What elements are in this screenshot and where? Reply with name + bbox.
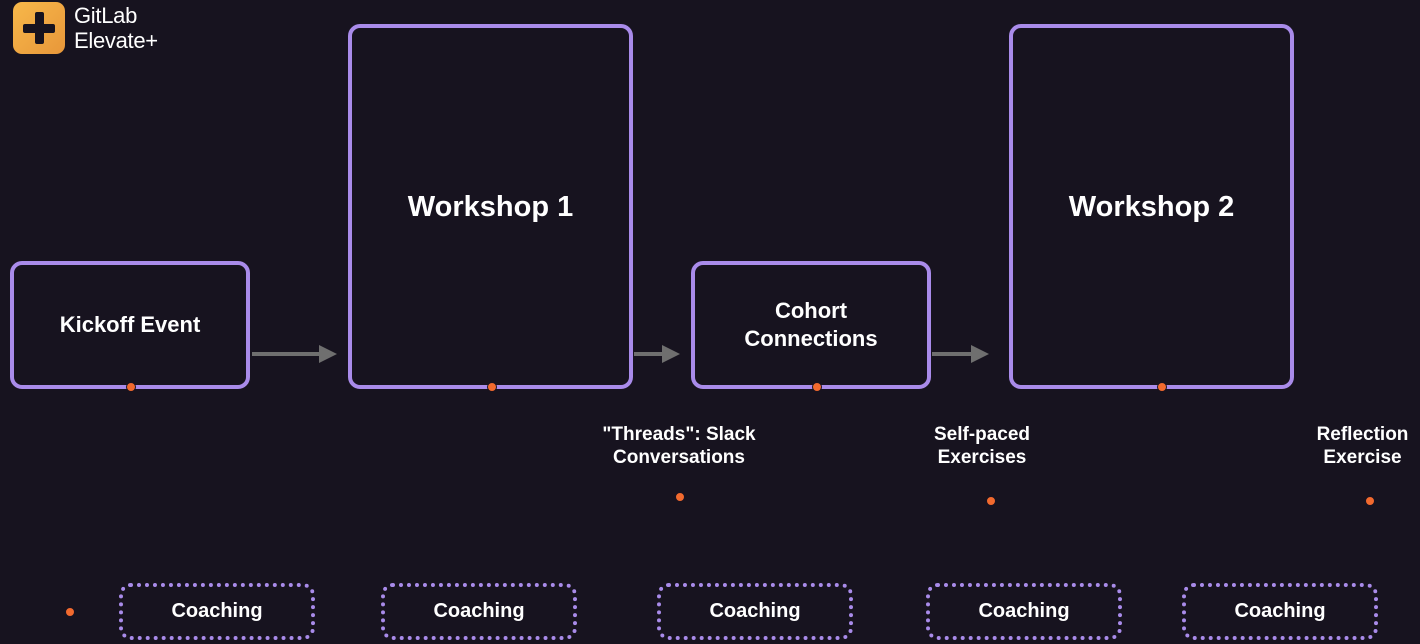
coaching-label: Coaching: [1234, 600, 1326, 622]
coaching-pill-4: Coaching: [926, 583, 1122, 640]
connector-dot: [1157, 382, 1167, 392]
workshop-2-box: Workshop 2: [1009, 24, 1294, 389]
arrow-right-icon: [662, 345, 680, 363]
cohort-connections-label: Cohort Connections: [744, 298, 878, 351]
logo-text: GitLab Elevate+: [74, 3, 158, 53]
kickoff-event-label: Kickoff Event: [59, 312, 201, 337]
arrow-right-icon: [319, 345, 337, 363]
workshop-1-label: Workshop 1: [407, 191, 574, 223]
arrow-right-icon: [971, 345, 989, 363]
connector-dot: [487, 382, 497, 392]
workshop-2-label: Workshop 2: [1068, 191, 1235, 223]
coaching-label: Coaching: [171, 600, 263, 622]
kickoff-event-box: Kickoff Event: [10, 261, 250, 389]
gitlab-elevate-logo-badge: [13, 2, 65, 54]
self-paced-label: Self-paced Exercises: [912, 423, 1052, 469]
cohort-connections-box: Cohort Connections: [691, 261, 931, 389]
logo-line-2: Elevate+: [74, 28, 158, 53]
coaching-pill-2: Coaching: [381, 583, 577, 640]
connector-dot: [126, 382, 136, 392]
logo-line-1: GitLab: [74, 3, 138, 28]
connector-dot: [986, 496, 996, 506]
coaching-pill-5: Coaching: [1182, 583, 1378, 640]
arrow-1-shaft: [252, 352, 320, 356]
connector-dot: [675, 492, 685, 502]
coaching-label: Coaching: [433, 600, 525, 622]
coaching-label: Coaching: [978, 600, 1070, 622]
self-paced-label-text: Self-paced Exercises: [933, 424, 1031, 468]
reflection-label-text: Reflection Exercise: [1316, 424, 1409, 468]
coaching-pill-3: Coaching: [657, 583, 853, 640]
reflection-label: Reflection Exercise: [1305, 423, 1420, 469]
arrow-2-shaft: [634, 352, 664, 356]
connector-dot: [65, 607, 75, 617]
connector-dot: [1365, 496, 1375, 506]
workshop-1-box: Workshop 1: [348, 24, 633, 389]
connector-dot: [812, 382, 822, 392]
coaching-label: Coaching: [709, 600, 801, 622]
threads-label: "Threads": Slack Conversations: [579, 423, 779, 469]
arrow-3-shaft: [932, 352, 973, 356]
coaching-pill-1: Coaching: [119, 583, 315, 640]
threads-label-text: "Threads": Slack Conversations: [602, 424, 756, 468]
